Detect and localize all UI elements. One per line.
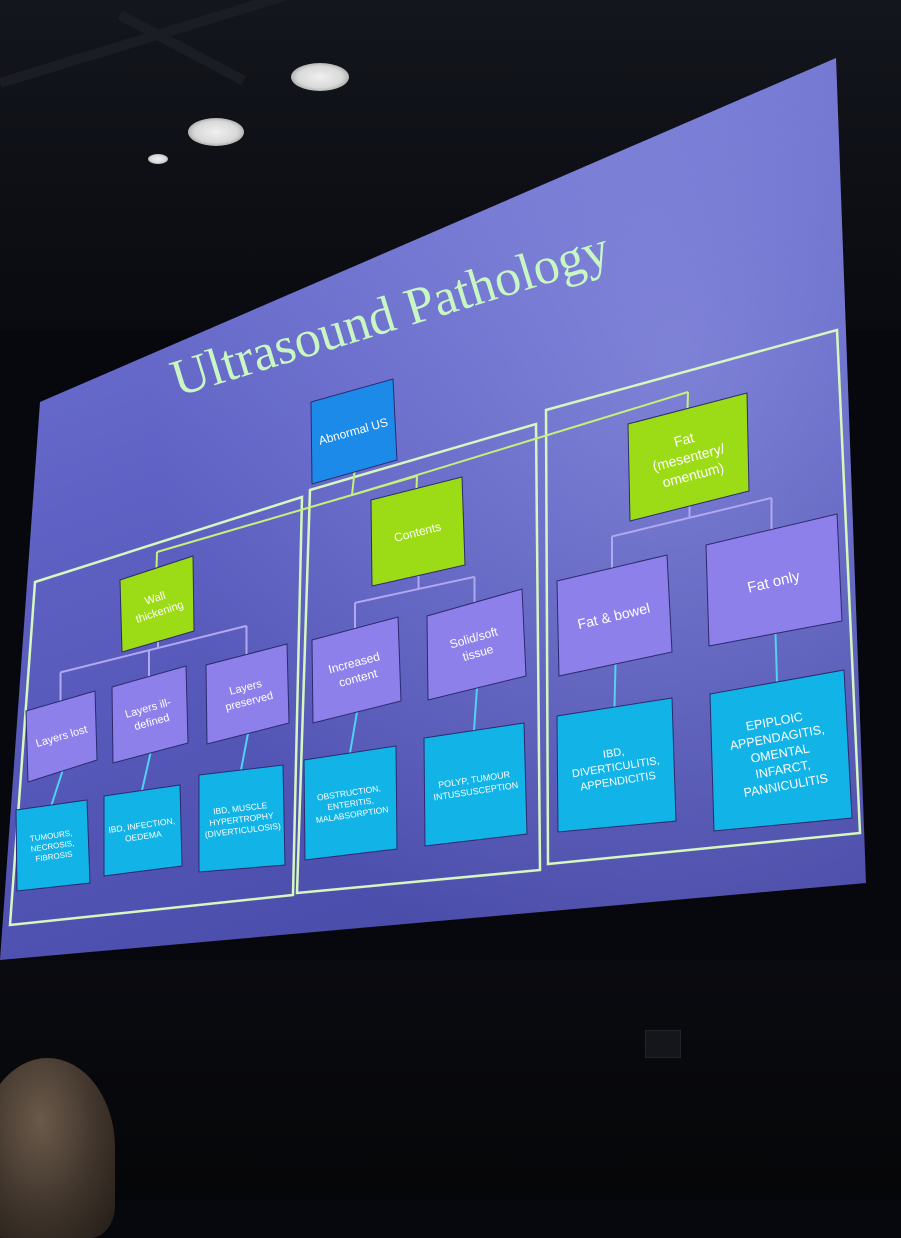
connector-finding-0-1 (141, 752, 152, 791)
node-fat: Fat(mesentery/omentum) (627, 392, 750, 522)
node-wall-finding-1-box (103, 784, 183, 877)
node-wall-child-1-box (111, 665, 189, 764)
node-wall-finding-2-box (198, 764, 286, 873)
node-wall-child-2-box (205, 643, 290, 745)
node-wall-child-0-box (25, 690, 98, 783)
node-root-box (310, 378, 398, 485)
connector-finding-1-1 (473, 687, 478, 731)
connector-root-left (156, 494, 353, 553)
node-fat-finding-0-box (556, 697, 677, 833)
node-wall-box (119, 555, 195, 653)
connector-finding-2-0 (613, 663, 617, 708)
wall-fixture (645, 1030, 681, 1058)
node-fat-child-1: Fat only (705, 513, 843, 647)
connector-finding-0-0 (50, 770, 64, 806)
node-contents-child-0-box (311, 616, 402, 724)
node-contents-child-1-box (426, 588, 527, 701)
connector-root-right (351, 391, 689, 496)
node-contents-finding-0: OBSTRUCTION,ENTERITIS,MALABSORPTION (303, 745, 398, 861)
node-wall: Wallthickening (119, 555, 195, 653)
node-contents-box (370, 476, 466, 587)
node-fat-finding-1-box (709, 669, 853, 832)
connector-contents-bus-bar (354, 575, 475, 604)
node-wall-child-2: Layerspreserved (205, 643, 290, 745)
connector-root-stem (351, 471, 356, 496)
connector-finding-0-2 (240, 733, 249, 771)
connectors (50, 391, 778, 806)
node-fat-finding-0: IBD,DIVERTICULITIS,APPENDICITIS (556, 697, 677, 833)
auditorium-floor (0, 960, 901, 1200)
node-fat-child-0: Fat & bowel (556, 554, 673, 677)
connector-wall-bus-bar (60, 624, 247, 674)
node-fat-finding-1: EPIPLOICAPPENDAGITIS,OMENTALINFARCT,PANN… (709, 669, 853, 832)
node-contents-finding-1: POLYP, TUMOURINTUSSUSCEPTION (423, 722, 528, 847)
ceiling-light (148, 154, 168, 164)
connector-finding-2-1 (774, 633, 778, 683)
node-fat-child-1-box (705, 513, 843, 647)
connector-contents (415, 475, 418, 489)
node-wall-child-0: Layers lost (25, 690, 98, 783)
node-contents-child-0: Increasedcontent (311, 616, 402, 724)
ceiling-light (188, 118, 244, 146)
connector-finding-1-0 (349, 711, 358, 754)
node-wall-finding-0-box (15, 799, 91, 892)
panel-border-contents (295, 422, 542, 895)
node-contents: Contents (370, 476, 466, 587)
node-wall-finding-2: IBD, MUSCLEHYPERTROPHY(DIVERTICULOSIS) (198, 764, 286, 873)
connector-fat-bus-bar (611, 496, 772, 538)
panel-border-fat (544, 328, 862, 866)
node-fat-box (627, 392, 750, 522)
node-fat-child-0-box (556, 554, 673, 677)
node-contents-finding-0-box (303, 745, 398, 861)
connector-fat (686, 391, 689, 409)
ceiling-light (291, 63, 349, 91)
node-wall-child-1: Layers ill-defined (111, 665, 189, 764)
connector-wall (155, 551, 158, 569)
node-contents-finding-1-box (423, 722, 528, 847)
node-wall-finding-1: IBD, INFECTION,OEDEMA (103, 784, 183, 877)
node-contents-child-1: Solid/softtissue (426, 588, 527, 701)
flowchart: Ultrasound Pathology Abnormal USWallthic… (8, 220, 862, 927)
node-wall-finding-0: TUMOURS,NECROSIS,FIBROSIS (15, 799, 91, 892)
